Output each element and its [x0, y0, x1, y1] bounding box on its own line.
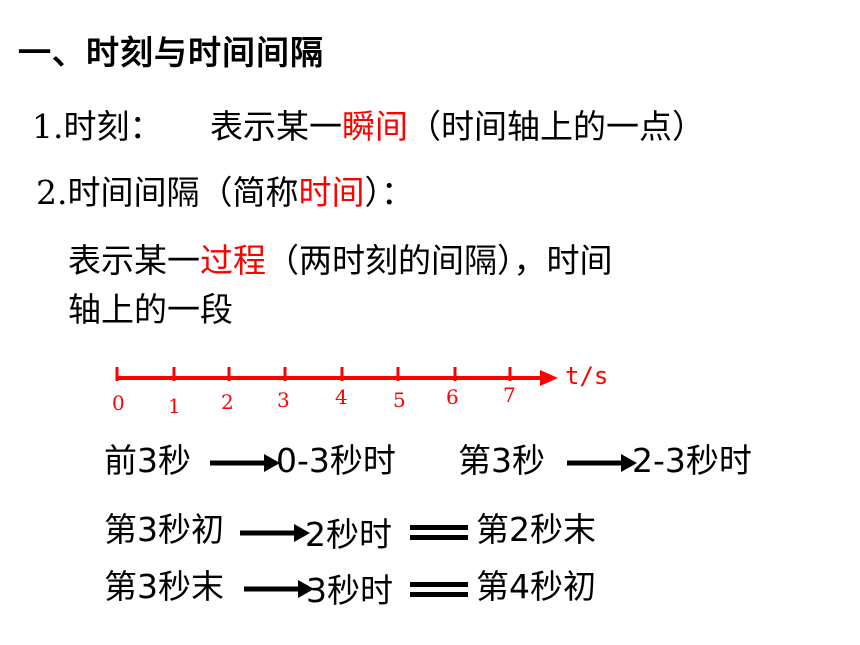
- example-2-c: 第2秒末: [476, 510, 596, 549]
- example-3-b: 3秒时: [306, 571, 393, 610]
- tick-label-5: 5: [393, 388, 406, 412]
- tick-label-1: 1: [168, 394, 181, 418]
- tick-label-6: 6: [446, 385, 459, 409]
- item-2-line: 2.时间间隔（简称时间）：: [36, 166, 414, 214]
- item-2-highlight: 时间: [298, 173, 365, 212]
- timeline-arrowhead: [540, 370, 558, 386]
- item-1-label: 时刻：: [63, 107, 163, 146]
- example-3-c: 第4秒初: [476, 567, 596, 606]
- item-1-line: 1.时刻：: [32, 100, 163, 148]
- item-1-number: 1.: [32, 107, 64, 146]
- item-1-post: （时间轴上的一点）: [408, 107, 705, 146]
- item-2-pre: 时间间隔（简称: [67, 173, 299, 212]
- example-1-right-b: 2-3秒时: [632, 441, 752, 480]
- desc-line-1: 表示某一过程（两时刻的间隔），时间: [68, 234, 613, 282]
- example-2-a: 第3秒初: [104, 510, 224, 549]
- desc-highlight: 过程: [200, 241, 266, 280]
- item-1-pre: 表示某一: [210, 107, 342, 146]
- desc-post: （两时刻的间隔），时间: [266, 241, 613, 280]
- right-arrow-icon: [210, 454, 280, 472]
- item-2-post: ）：: [364, 173, 415, 212]
- page-title: 一、时刻与时间间隔: [18, 33, 324, 72]
- tick-label-2: 2: [221, 390, 234, 414]
- right-arrow-icon: [240, 524, 310, 542]
- desc-line-2: 轴上的一段: [68, 290, 233, 329]
- tick-label-3: 3: [277, 388, 290, 412]
- item-1-highlight: 瞬间: [342, 107, 408, 146]
- tick-label-0: 0: [112, 391, 125, 415]
- example-1-left-b: 0-3秒时: [276, 441, 396, 480]
- right-arrow-icon: [567, 454, 637, 472]
- example-1-left-a: 前3秒: [104, 441, 191, 480]
- item-1-definition: 表示某一瞬间（时间轴上的一点）: [210, 100, 705, 148]
- equals-sign-icon: [410, 582, 468, 597]
- tick-label-4: 4: [335, 385, 348, 409]
- example-2-b: 2秒时: [305, 515, 392, 554]
- equals-sign-icon: [410, 525, 468, 540]
- example-1-right-a: 第3秒: [458, 441, 545, 480]
- tick-label-7: 7: [503, 383, 516, 407]
- timeline-axis: [115, 367, 558, 386]
- desc-pre: 表示某一: [68, 241, 200, 280]
- item-2-number: 2.: [36, 173, 68, 212]
- right-arrow-icon: [244, 580, 314, 598]
- example-3-a: 第3秒末: [104, 567, 224, 606]
- timeline-unit-label: t/s: [565, 362, 609, 390]
